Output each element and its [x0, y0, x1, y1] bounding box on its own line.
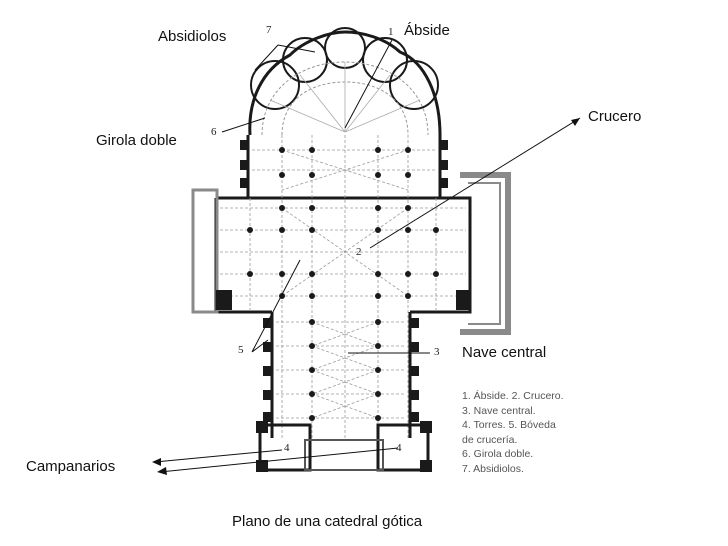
legend-line: 3. Nave central.: [462, 404, 536, 417]
legend-line: 1. Ábside. 2. Crucero.: [462, 390, 564, 402]
transept-walls: [214, 196, 472, 314]
piers: [247, 147, 439, 421]
apse-ribs: [269, 62, 421, 133]
leader-crucero: [369, 117, 581, 249]
arrowheads: [152, 118, 580, 475]
leader-campanarios: [154, 447, 399, 473]
plan-number-7: 7: [266, 24, 272, 36]
label-nave-central: Nave central: [462, 344, 547, 361]
chevet-outline: [248, 30, 442, 136]
south-annex: [460, 172, 511, 335]
north-porch: [191, 188, 219, 314]
south-annex-inner: [468, 182, 501, 325]
absidiolo-1: [250, 60, 300, 110]
main-walls: [214, 135, 472, 438]
vault-grid: [220, 135, 466, 438]
north-tower: [258, 423, 312, 472]
ambulatory-ring-outer: [261, 61, 429, 136]
leader-lines: [154, 39, 581, 473]
leader-abside: [344, 39, 393, 129]
figure-caption: Plano de una catedral gótica: [232, 513, 423, 530]
legend-line: 6. Girola doble.: [462, 448, 534, 461]
plan-number-5: 5: [238, 344, 244, 356]
plan-number-1: 1: [388, 26, 394, 38]
label-absidiolos: Absidiolos: [158, 28, 227, 45]
bell-towers: [256, 421, 432, 472]
facade: [304, 439, 384, 471]
plan-number-4-south: 4: [396, 442, 402, 454]
absidiolo-5: [389, 60, 439, 110]
leader-girola: [221, 117, 266, 133]
legend-line: 7. Absidiolos.: [462, 462, 524, 475]
diagonal-ribs: [281, 149, 409, 419]
side-annexes: [191, 172, 511, 335]
legend-line: 4. Torres. 5. Bóveda: [462, 419, 556, 432]
plan-number-6: 6: [211, 126, 217, 138]
plan-number-4-north: 4: [284, 442, 290, 454]
chevet: [248, 27, 442, 136]
plan-number-3: 3: [434, 346, 440, 358]
legend-line: de crucería.: [462, 433, 518, 446]
plan-number-2: 2: [356, 246, 362, 258]
absidiolo-4: [362, 37, 408, 83]
leader-boveda: [251, 259, 301, 353]
absidiolo-2: [282, 37, 328, 83]
plan-legend: 1. Ábside. 2. Crucero. 3. Nave central. …: [462, 389, 564, 477]
buttresses: [216, 140, 470, 422]
nave-walls: [270, 312, 412, 438]
choir-walls: [246, 135, 442, 198]
label-campanarios: Campanarios: [26, 458, 116, 475]
label-crucero: Crucero: [588, 108, 642, 125]
label-girola-doble: Girola doble: [96, 132, 177, 149]
south-tower: [376, 423, 430, 472]
label-abside: Ábside: [404, 22, 450, 39]
leader-absidiolos: [254, 44, 316, 71]
